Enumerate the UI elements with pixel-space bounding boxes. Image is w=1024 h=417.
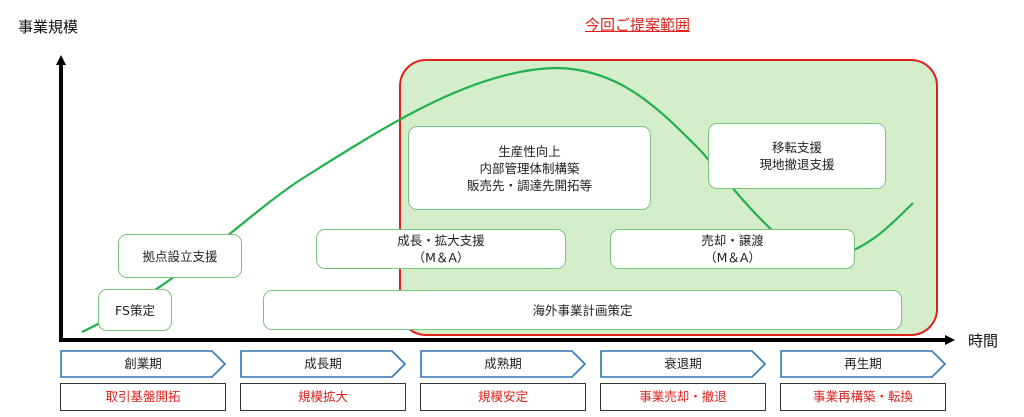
phase-arrow-shape bbox=[600, 350, 766, 378]
phase-label: 創業期 bbox=[124, 356, 162, 371]
y-axis-label: 事業規模 bbox=[18, 18, 79, 36]
phase-arrow-shape bbox=[780, 350, 946, 378]
growth-support-line-2: （M＆A） bbox=[412, 250, 470, 265]
phase-label: 再生期 bbox=[844, 356, 882, 371]
growth-support-line-1: 成長・拡大支援 bbox=[397, 233, 485, 248]
proposal-scope-title: 今回ご提案範囲 bbox=[585, 16, 691, 34]
base-setup-box: 拠点設立支援 bbox=[118, 234, 242, 278]
relocation-line-1: 移転支援 bbox=[771, 140, 822, 155]
sale-support-box: 売却・譲渡 （M＆A） bbox=[610, 229, 855, 269]
productivity-line-3: 販売先・調達先開拓等 bbox=[466, 177, 592, 193]
result-founding: 取引基盤開拓 bbox=[60, 383, 226, 411]
phase-decline: 衰退期 bbox=[600, 350, 766, 378]
fs-box: FS策定 bbox=[98, 289, 172, 331]
result-maturity: 規模安定 bbox=[420, 383, 586, 411]
result-growth: 規模拡大 bbox=[240, 383, 406, 411]
sale-support-line-2: （M＆A） bbox=[704, 250, 761, 265]
productivity-line-2: 内部管理体制構築 bbox=[479, 160, 580, 176]
result-decline: 事業売却・撤退 bbox=[600, 383, 766, 411]
phase-label: 成長期 bbox=[304, 356, 342, 371]
fs-label: FS策定 bbox=[115, 302, 155, 318]
relocation-box: 移転支援 現地撤退支援 bbox=[708, 123, 886, 189]
phase-revival: 再生期 bbox=[780, 350, 946, 378]
phase-label: 衰退期 bbox=[664, 356, 702, 371]
phase-arrow-shape bbox=[240, 350, 406, 378]
phase-arrow-shape bbox=[420, 350, 586, 378]
productivity-line-1: 生産性向上 bbox=[498, 143, 561, 159]
phase-founding: 創業期 bbox=[60, 350, 226, 378]
x-axis-label: 時間 bbox=[968, 332, 999, 350]
base-setup-label: 拠点設立支援 bbox=[142, 248, 218, 264]
overseas-plan-box: 海外事業計画策定 bbox=[263, 290, 902, 330]
relocation-line-2: 現地撤退支援 bbox=[759, 157, 835, 172]
overseas-plan-label: 海外事業計画策定 bbox=[532, 302, 633, 318]
phase-maturity: 成熟期 bbox=[420, 350, 586, 378]
result-revival: 事業再構築・転換 bbox=[780, 383, 946, 411]
phase-arrow-shape bbox=[60, 350, 226, 378]
sale-support-line-1: 売却・譲渡 bbox=[701, 233, 764, 248]
phase-label: 成熟期 bbox=[484, 356, 522, 371]
growth-support-box: 成長・拡大支援 （M＆A） bbox=[316, 229, 566, 269]
productivity-box: 生産性向上 内部管理体制構築 販売先・調達先開拓等 bbox=[408, 126, 651, 210]
phase-growth: 成長期 bbox=[240, 350, 406, 378]
